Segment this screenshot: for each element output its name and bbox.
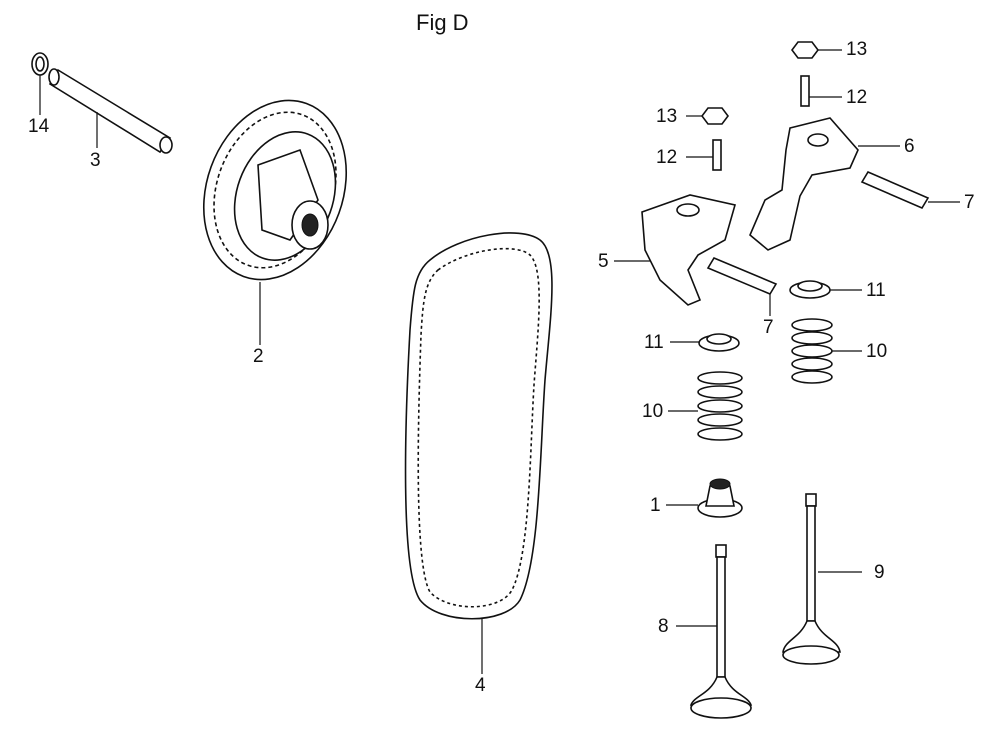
- rocker-arm-intake-part: [641, 194, 737, 306]
- spring-retainer-part: [698, 280, 831, 352]
- callout-label: 12: [846, 87, 868, 108]
- callout-label: 8: [658, 616, 669, 637]
- leader-lines: [39, 49, 960, 674]
- o-ring-part: [31, 52, 49, 76]
- shaft-part: [48, 68, 173, 154]
- callout-label: 7: [964, 192, 975, 213]
- callout-label: 13: [656, 106, 678, 127]
- callout-label: 11: [644, 332, 664, 353]
- intake-valve-part: [689, 544, 753, 719]
- timing-belt-part: [404, 232, 553, 620]
- valve-spring-part: [697, 318, 833, 441]
- callout-label: 9: [874, 562, 885, 583]
- callout-label: 10: [866, 341, 888, 362]
- rocker-arm-exhaust-part: [749, 117, 859, 251]
- callout-label: 12: [656, 147, 678, 168]
- callout-label: 10: [642, 401, 664, 422]
- nut-part: [701, 41, 819, 125]
- callout-label: 4: [475, 675, 486, 696]
- cam-pulley-part: [202, 99, 348, 281]
- adjusting-screw-part: [712, 75, 810, 171]
- callout-label: 14: [28, 116, 50, 137]
- callout-label: 1: [650, 495, 661, 516]
- callout-label: 13: [846, 39, 868, 60]
- callout-label: 5: [598, 251, 609, 272]
- callout-label: 3: [90, 150, 101, 171]
- callout-label: 2: [253, 346, 264, 367]
- callout-label: 7: [763, 317, 774, 338]
- exhaust-valve-part: [782, 493, 841, 665]
- valve-stem-seal-part: [697, 478, 743, 518]
- callout-label: 6: [904, 136, 915, 157]
- callout-label: 11: [866, 280, 886, 301]
- rocker-pin-part: [706, 170, 930, 296]
- figure-title: Fig D: [416, 10, 469, 35]
